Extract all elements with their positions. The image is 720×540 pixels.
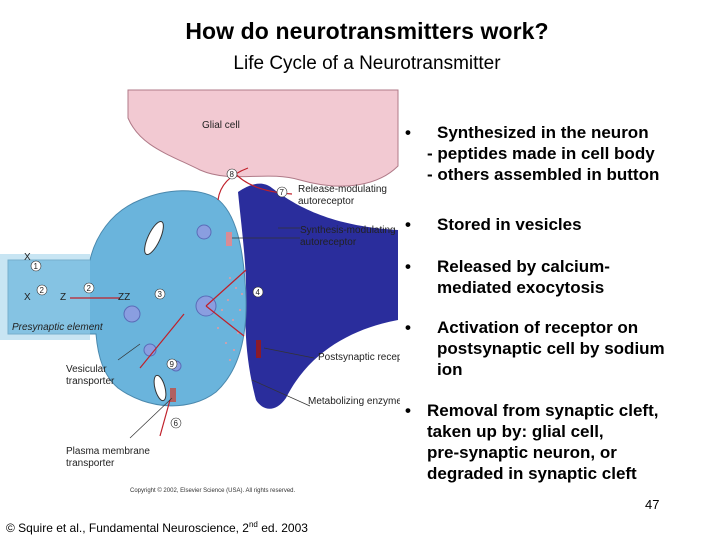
axon-shade xyxy=(0,254,90,340)
bullet-text: pre-synaptic neuron, or xyxy=(427,443,617,462)
citation-prefix: © Squire et al., Fundamental Neuroscienc… xyxy=(6,521,249,535)
citation-superscript: nd xyxy=(248,520,258,529)
step-markers: 1 2 2 3 4 6 7 8 9 xyxy=(30,168,288,429)
neurotransmitter-diagram: 1 2 2 3 4 6 7 8 9 Glial cell Release-mod… xyxy=(0,89,400,494)
svg-text:8: 8 xyxy=(230,170,235,179)
bullet-marker: • xyxy=(405,318,411,337)
bullet-text: Activation of receptor on xyxy=(437,318,639,337)
label-release-modulating-1: Release-modulating xyxy=(298,184,387,195)
bullet-marker: • xyxy=(405,257,411,276)
slide-subtitle: Life Cycle of a Neurotransmitter xyxy=(233,53,501,74)
citation: © Squire et al., Fundamental Neuroscienc… xyxy=(6,520,308,535)
label-plasma-membrane-1: Plasma membrane xyxy=(66,446,150,457)
slide-title: How do neurotransmitters work? xyxy=(185,18,549,44)
page-number: 47 xyxy=(645,497,660,512)
label-z: Z xyxy=(60,292,66,303)
svg-text:7: 7 xyxy=(280,188,285,197)
svg-text:6: 6 xyxy=(174,419,179,428)
bullet-item: • Activation of receptor on postsynaptic… xyxy=(405,317,665,380)
bullet-item: • Released by calcium- mediated exocytos… xyxy=(405,256,610,298)
plasma-membrane-transporter-mark xyxy=(170,388,176,402)
svg-text:9: 9 xyxy=(170,360,175,369)
synthesis-autoreceptor xyxy=(226,232,232,246)
glial-cell xyxy=(127,89,399,187)
bullet-text: Stored in vesicles xyxy=(437,215,582,234)
bullet-text: ion xyxy=(437,360,463,379)
label-metabolizing-enzyme: Metabolizing enzyme xyxy=(308,396,400,407)
bullet-marker: • xyxy=(405,401,411,420)
bullet-item: • Synthesized in the neuron - peptides m… xyxy=(405,122,659,185)
label-release-modulating-2: autoreceptor xyxy=(298,196,355,207)
citation-suffix: ed. 2003 xyxy=(257,521,308,535)
label-plasma-membrane-2: transporter xyxy=(66,458,115,469)
label-glial-cell: Glial cell xyxy=(202,120,240,131)
bullet-item: • Removal from synaptic cleft, taken up … xyxy=(405,400,658,484)
bullet-text: degraded in synaptic cleft xyxy=(427,464,637,483)
label-x-left: X xyxy=(24,292,31,303)
label-postsynaptic-receptor: Postsynaptic receptor xyxy=(318,352,400,363)
label-zz: ZZ xyxy=(118,292,130,303)
vesicle xyxy=(123,305,141,323)
svg-text:3: 3 xyxy=(158,290,163,299)
bullet-subtext: - others assembled in button xyxy=(427,165,660,184)
cleft-dots xyxy=(217,277,243,361)
postsynaptic-receptor xyxy=(256,340,261,358)
label-presynaptic-element: Presynaptic element xyxy=(12,322,104,333)
label-synthesis-modulating-2: autoreceptor xyxy=(300,237,357,248)
bullet-text: taken up by: glial cell, xyxy=(427,422,604,441)
svg-text:1: 1 xyxy=(34,262,39,271)
bullet-subtext: - peptides made in cell body xyxy=(427,144,655,163)
bullet-marker: • xyxy=(405,215,411,234)
bullet-marker: • xyxy=(405,123,411,142)
bullet-text: Released by calcium- xyxy=(437,257,610,276)
label-vesicular-1: Vesicular xyxy=(66,364,107,375)
mitochondria xyxy=(144,220,167,402)
bullet-text: Synthesized in the neuron xyxy=(437,123,649,142)
bullet-item: • Stored in vesicles xyxy=(405,214,582,235)
label-x-top: X xyxy=(24,252,31,263)
leader-lines xyxy=(117,227,315,439)
label-synthesis-modulating-1: Synthesis-modulating xyxy=(300,225,396,236)
label-vesicular-2: transporter xyxy=(66,376,115,387)
bullet-text: mediated exocytosis xyxy=(437,278,605,297)
postsynaptic-element xyxy=(238,183,398,409)
bullet-text: postsynaptic cell by sodium xyxy=(437,339,665,358)
vesicle xyxy=(196,224,212,240)
svg-text:4: 4 xyxy=(256,288,261,297)
presynaptic-element xyxy=(7,190,247,407)
svg-text:2: 2 xyxy=(87,284,92,293)
bullet-text: Removal from synaptic cleft, xyxy=(427,401,659,420)
diagram-copyright: Copyright © 2002, Elsevier Science (USA)… xyxy=(130,487,295,494)
svg-text:2: 2 xyxy=(40,286,45,295)
